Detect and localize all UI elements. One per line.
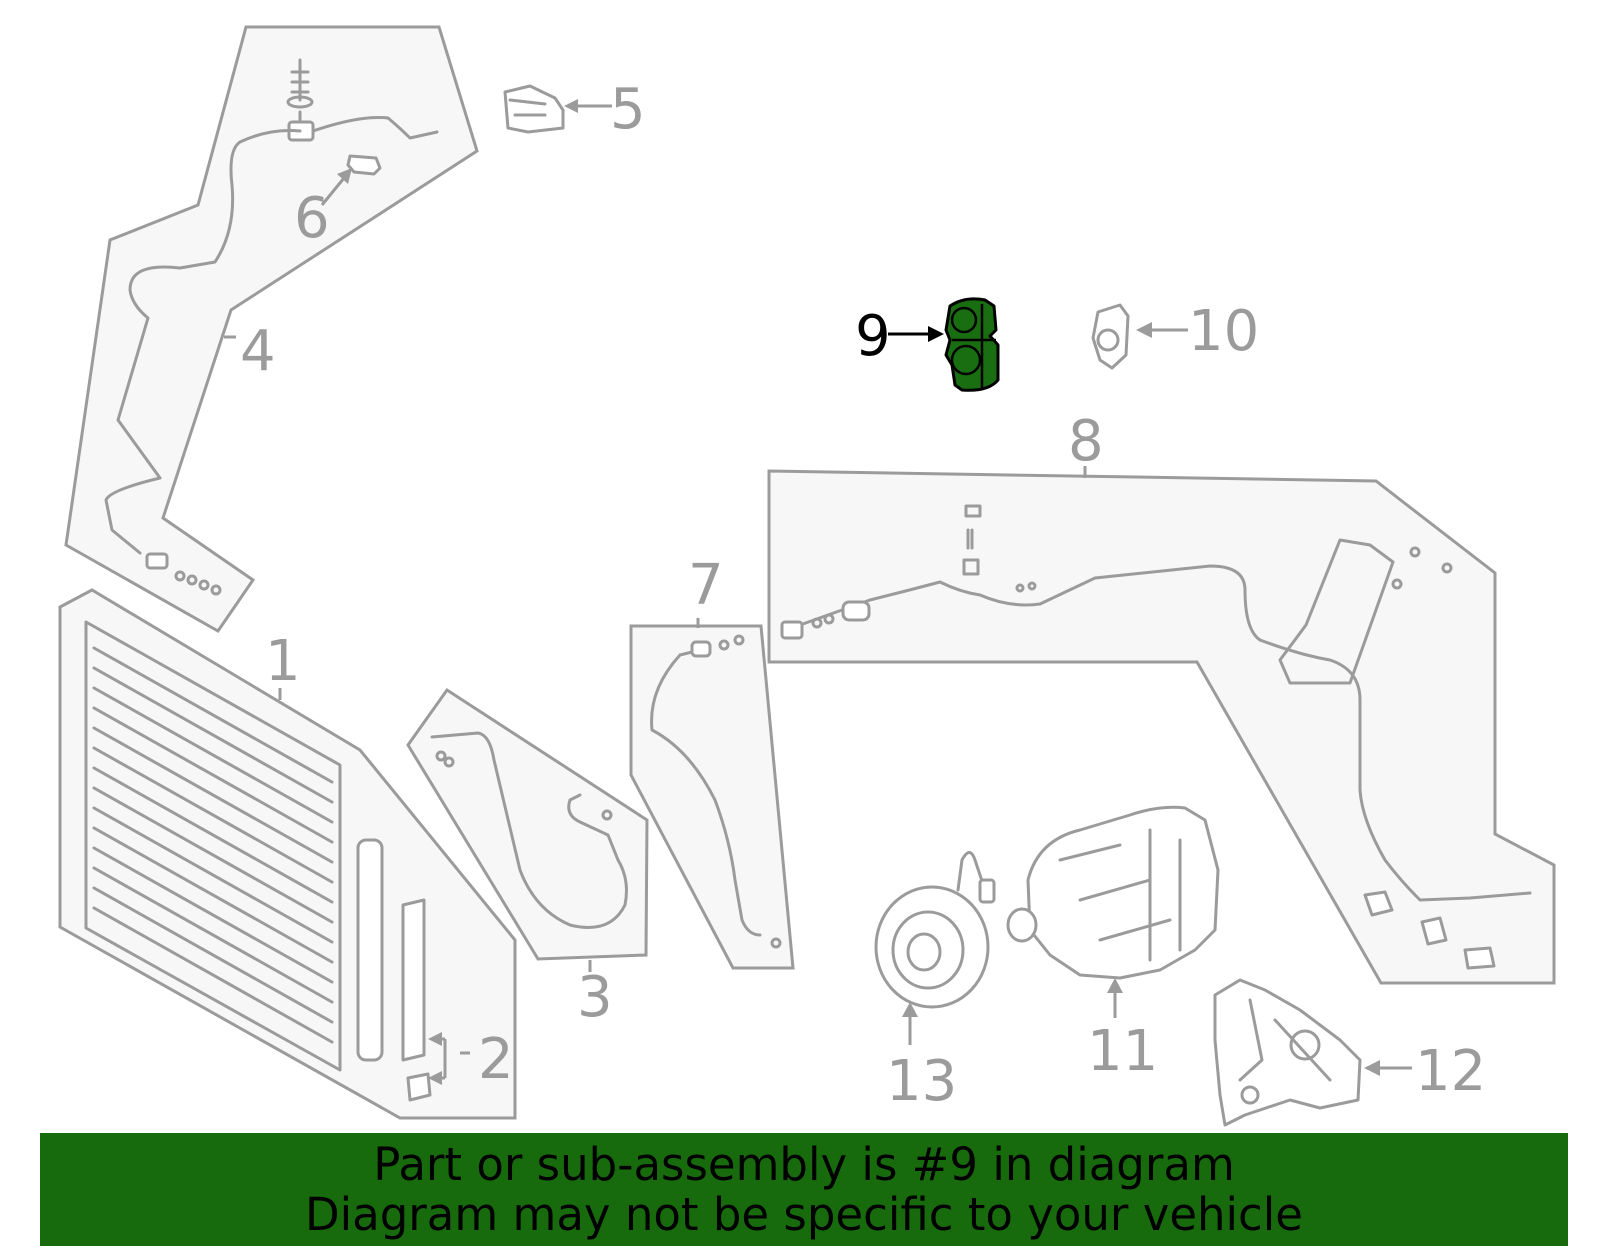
info-banner: Part or sub-assembly is #9 in diagram Di… xyxy=(40,1133,1568,1246)
callout-8: 8 xyxy=(1068,409,1104,474)
part-9-highlighted xyxy=(944,297,1000,392)
part-7-hose-panel xyxy=(629,618,795,970)
callout-5: 5 xyxy=(610,77,646,142)
part-13-clutch xyxy=(874,851,996,1045)
part-8-discharge-line-panel xyxy=(767,466,1556,985)
part-10-valve xyxy=(1091,303,1130,370)
callout-1: 1 xyxy=(265,629,301,694)
callout-7: 7 xyxy=(688,553,724,618)
callout-12: 12 xyxy=(1415,1039,1486,1104)
leader-arrows xyxy=(320,99,1412,1085)
banner-line-1: Part or sub-assembly is #9 in diagram xyxy=(373,1137,1235,1191)
part-12-bracket xyxy=(1213,978,1362,1127)
callout-4: 4 xyxy=(240,319,276,384)
part-5-pressure-sensor xyxy=(503,84,565,134)
part-1-condenser-panel xyxy=(58,588,517,1120)
callout-6: 6 xyxy=(294,186,330,251)
callout-13: 13 xyxy=(886,1049,957,1114)
callout-9: 9 xyxy=(855,304,891,369)
callout-10: 10 xyxy=(1188,299,1259,364)
callout-11: 11 xyxy=(1087,1019,1158,1084)
callouts: 1 2 3 4 5 6 7 8 9 10 11 12 13 xyxy=(240,77,1486,1114)
banner-line-2: Diagram may not be specific to your vehi… xyxy=(305,1187,1303,1241)
part-11-compressor xyxy=(1006,805,1220,1018)
callout-2: 2 xyxy=(478,1027,514,1092)
part-6-switch xyxy=(346,154,382,176)
part-3-suction-line-panel xyxy=(406,687,649,972)
part-4-liquid-line-panel xyxy=(64,25,479,633)
callout-3: 3 xyxy=(577,965,613,1030)
